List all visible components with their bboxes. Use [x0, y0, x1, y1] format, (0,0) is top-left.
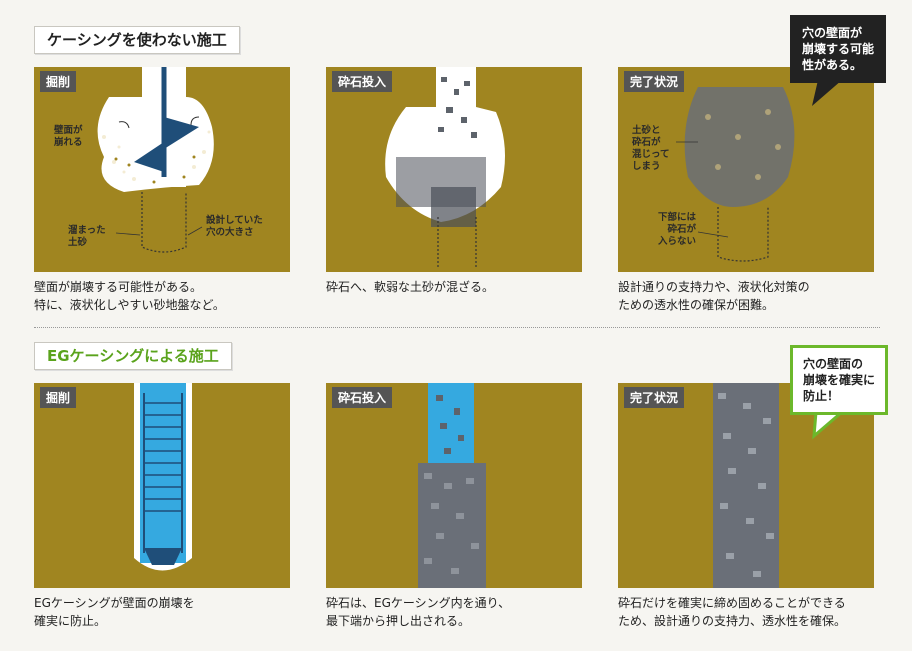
label-no-gravel-bottom: 下部には 砕石が 入らない	[658, 212, 697, 247]
panel-bottom-excavation: 掘削	[34, 383, 290, 588]
caption-top-gravel-insert: 砕石へ、軟弱な土砂が混ざる。	[326, 280, 495, 294]
section-title-eg-casing: EGケーシングによる施工	[34, 342, 232, 370]
label-design-hole-size: 設計していた 穴の大きさ	[206, 215, 263, 238]
caption-top-excavation: 壁面が崩壊する可能性がある。 特に、液状化しやすい砂地盤など。	[34, 280, 225, 312]
bubble-tail-green	[812, 412, 845, 440]
excavation-collapse-illustration	[97, 67, 214, 253]
label-mixed-soil-gravel: 土砂と 砕石が 混じって しまう	[632, 125, 670, 172]
panel-bottom-gravel-insert: 砕石投入	[326, 383, 582, 588]
success-bubble: 穴の壁面の 崩壊を確実に 防止！	[790, 345, 889, 415]
panel-tag: 掘削	[40, 71, 77, 92]
caption-bottom-completed: 砕石だけを確実に締め固めることができる ため、設計通りの支持力、透水性を確保。	[618, 596, 847, 628]
caption-bottom-gravel-insert: 砕石は、EGケーシング内を通り、 最下端から押し出される。	[326, 596, 511, 628]
label-pooled-soil: 溜まった 土砂	[68, 225, 106, 248]
panel-tag: 掘削	[40, 387, 77, 408]
warning-bubble: 穴の壁面が 崩壊する可能 性がある。	[790, 15, 887, 83]
panel-top-completed: 完了状況 土砂と 砕石が 混じって しまう 下部には 砕石が 入らない	[618, 67, 874, 272]
panel-tag: 完了状況	[624, 387, 685, 408]
eg-completed-gravel-column	[713, 383, 779, 588]
panel-tag: 砕石投入	[332, 71, 393, 92]
panel-tag: 完了状況	[624, 71, 685, 92]
caption-bottom-excavation: EGケーシングが壁面の崩壊を 確実に防止。	[34, 596, 195, 628]
eg-casing-gravel-illustration	[418, 383, 486, 588]
gravel-mixing-illustration	[385, 67, 505, 267]
label-wall-collapse: 壁面が 崩れる	[54, 125, 83, 148]
panel-top-excavation: 掘削 壁面が 崩れる 溜まった 土砂 設計していた 穴の大きさ	[34, 67, 290, 272]
section-divider	[34, 327, 880, 328]
caption-top-completed: 設計通りの支持力や、液状化対策の ための透水性の確保が困難。	[618, 280, 810, 312]
mixed-completion-illustration	[676, 87, 795, 262]
panel-top-gravel-insert: 砕石投入	[326, 67, 582, 272]
eg-casing-excavation-illustration	[134, 383, 192, 571]
bubble-tail	[812, 80, 842, 106]
panel-tag: 砕石投入	[332, 387, 393, 408]
section-title-no-casing: ケーシングを使わない施工	[34, 26, 240, 54]
